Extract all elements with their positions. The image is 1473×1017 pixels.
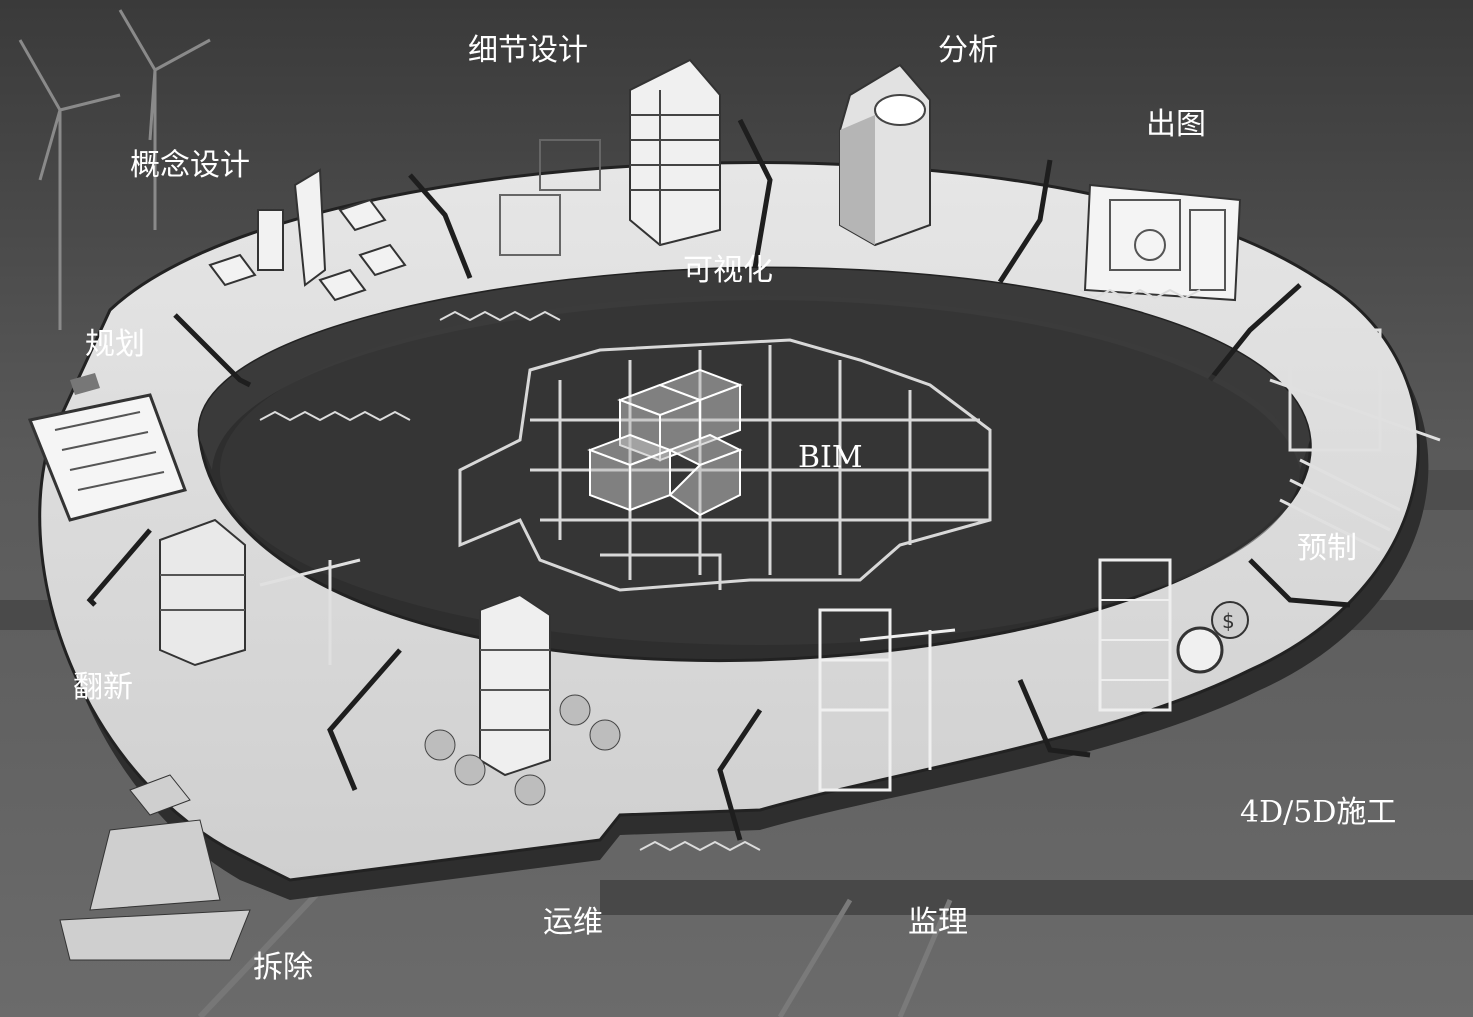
- supervision-crane-icon: [818, 608, 956, 792]
- segment-dividers: [86, 118, 1351, 841]
- renovation-building-icon: [159, 518, 361, 667]
- stage-label-renovation: 翻新: [73, 670, 133, 705]
- construction-4d5d-icon: $: [1098, 558, 1249, 712]
- tree-icon: [424, 694, 621, 806]
- bim-cube-icon: [587, 368, 743, 517]
- stage-label-demolition: 拆除: [253, 950, 313, 985]
- stage-label-prefabrication: 预制: [1297, 531, 1357, 566]
- operation-tower-icon: [424, 593, 621, 806]
- stage-label-drawings: 出图: [1146, 107, 1206, 142]
- prefabrication-factory-icon: [1269, 328, 1441, 552]
- wind-turbine-icon: [18, 9, 211, 330]
- connector-wires: [259, 288, 1201, 852]
- ring-inner-wall: [199, 268, 1311, 470]
- stage-label-supervision: 监理: [908, 905, 968, 940]
- stage-label-detailed-design: 细节设计: [468, 33, 588, 68]
- crane-icon: [259, 558, 361, 665]
- stage-label-construction-4d5d: 4D/5D施工: [1240, 795, 1396, 830]
- inner-label-visualization: 可视化: [683, 253, 773, 288]
- clock-icon: [1176, 626, 1224, 674]
- stage-label-planning: 规划: [85, 327, 145, 362]
- planning-clipboard-icon: [27, 373, 187, 522]
- tower-detailed-design-icon: [499, 58, 721, 256]
- stage-label-analysis: 分析: [938, 33, 998, 68]
- demolition-rubble-icon: [59, 774, 251, 961]
- concept-buildings-icon: [208, 168, 407, 302]
- stage-label-concept-design: 概念设计: [130, 148, 250, 183]
- svg-text:$: $: [1222, 609, 1235, 633]
- drawing-sheet-icon: [1083, 183, 1242, 302]
- dollar-coin-icon: [1211, 601, 1249, 639]
- stage-label-operation: 运维: [543, 905, 603, 940]
- center-label: BIM: [798, 440, 863, 475]
- tower-analysis-icon: [839, 63, 931, 247]
